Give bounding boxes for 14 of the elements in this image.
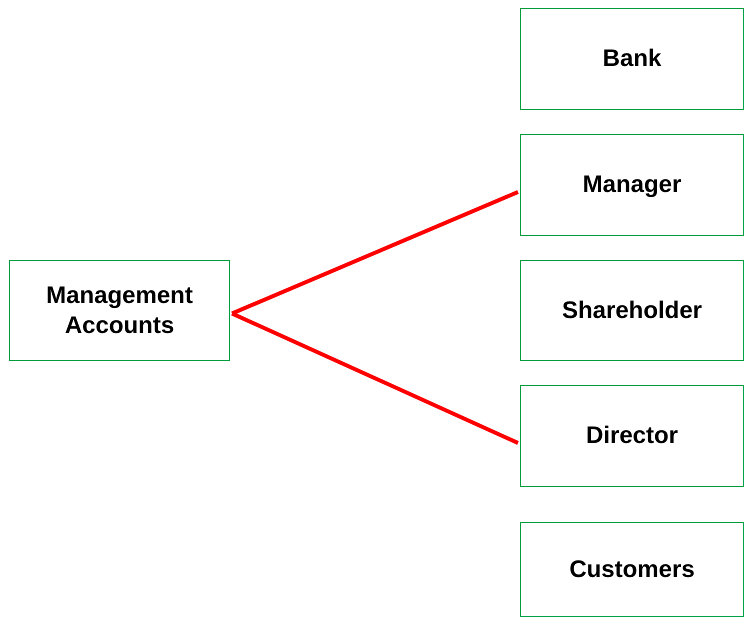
box-label: Shareholder [562,296,702,326]
process-box [520,134,744,236]
process-box [520,260,744,361]
process-box [520,385,744,487]
box-label: Customers [569,554,695,584]
process-box [9,260,230,361]
box-label: Manager [582,170,682,200]
box-label: Director [586,421,678,451]
box-label: Bank [602,44,662,74]
connector-line [231,190,519,316]
process-box [520,522,744,617]
process-box [520,8,744,110]
box-label: Management Accounts [45,280,194,340]
connector-line [231,312,519,445]
